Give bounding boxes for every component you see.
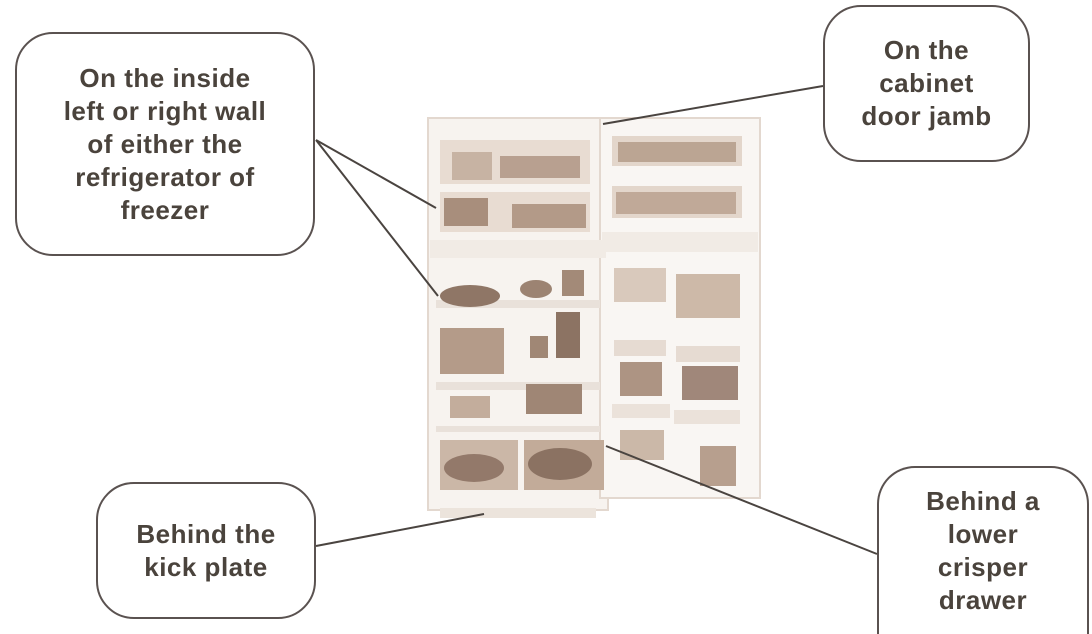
callout-door-jamb: On the cabinet door jamb xyxy=(823,5,1030,162)
callout-inside-wall: On the inside left or right wall of eith… xyxy=(15,32,315,256)
callout-inside-wall-text: On the inside left or right wall of eith… xyxy=(64,62,267,227)
callout-door-jamb-text: On the cabinet door jamb xyxy=(861,34,991,133)
callout-kick-plate-text: Behind the kick plate xyxy=(136,518,275,584)
refrigerator-icon xyxy=(428,118,760,518)
callout-crisper-drawer-text: Behind a lower crisper drawer xyxy=(926,485,1040,617)
callout-crisper-drawer: Behind a lower crisper drawer xyxy=(877,466,1089,634)
leader-line-walls-lower xyxy=(316,140,438,296)
leader-line-walls-upper xyxy=(316,140,436,208)
leader-line-kick-plate xyxy=(316,514,484,546)
callout-kick-plate: Behind the kick plate xyxy=(96,482,316,619)
